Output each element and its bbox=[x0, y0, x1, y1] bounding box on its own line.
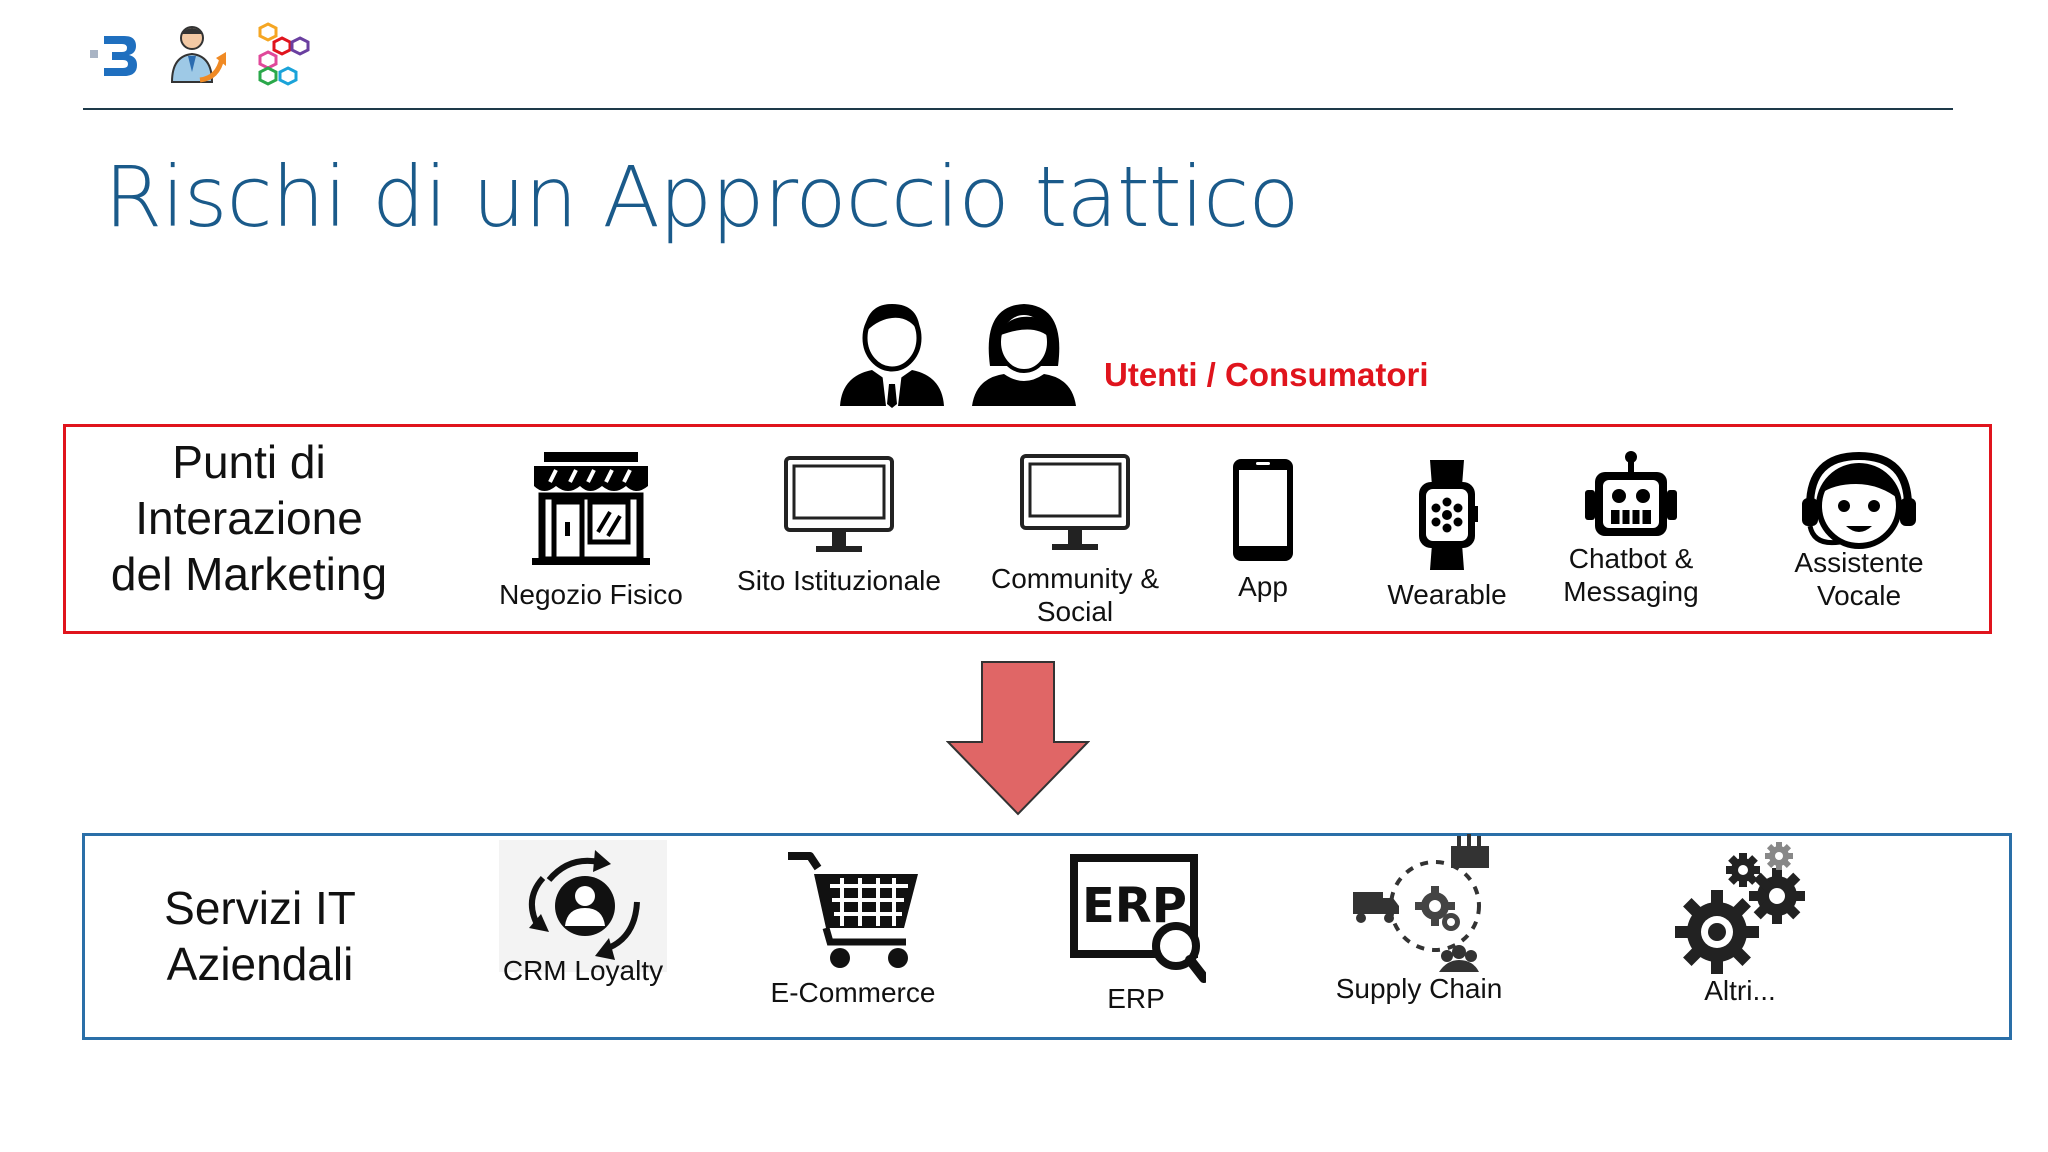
touchpoint-voice-assistant: Assistente Vocale bbox=[1762, 450, 1956, 612]
it-heading: Servizi IT Aziendali bbox=[110, 880, 410, 992]
touchpoint-store: Negozio Fisico bbox=[476, 450, 706, 612]
touchpoint-app: App bbox=[1218, 456, 1308, 604]
gears-icon bbox=[1675, 842, 1805, 974]
touchpoint-label: Community & Social bbox=[960, 562, 1190, 628]
man-user-icon bbox=[840, 304, 944, 408]
robot-icon bbox=[1585, 451, 1677, 536]
touchpoint-label: Wearable bbox=[1387, 579, 1507, 610]
it-service-others: Altri... bbox=[1640, 840, 1840, 1008]
it-service-label: E-Commerce bbox=[770, 977, 936, 1008]
slide-title: Rischi di un Approccio tattico bbox=[104, 148, 1300, 246]
marketing-heading-line: Punti di bbox=[172, 436, 326, 488]
hexagons-icon bbox=[258, 22, 310, 86]
marketing-touchpoints-box bbox=[63, 424, 1992, 634]
it-services-box bbox=[82, 833, 2012, 1040]
it-service-label: CRM Loyalty bbox=[502, 955, 664, 986]
touchpoint-website: Sito Istituzionale bbox=[716, 454, 962, 598]
marketing-heading: Punti di Interazione del Marketing bbox=[84, 434, 414, 602]
touchpoint-label-line: Assistente bbox=[1794, 547, 1924, 578]
smartwatch-icon bbox=[1419, 460, 1478, 570]
touchpoint-community-social: Community & Social bbox=[960, 452, 1190, 628]
crm-cycle-icon bbox=[499, 840, 667, 972]
users-label: Utenti / Consumatori bbox=[1104, 356, 1429, 393]
store-icon bbox=[532, 452, 650, 565]
down-arrow-icon bbox=[946, 661, 1090, 816]
supply-chain-icon bbox=[1353, 834, 1489, 972]
it-service-label: Supply Chain bbox=[1335, 973, 1503, 1004]
it-service-label: ERP bbox=[1107, 983, 1165, 1014]
it-service-ecommerce: E-Commerce bbox=[740, 850, 966, 1010]
touchpoint-label: Assistente Vocale bbox=[1762, 546, 1956, 612]
woman-user-icon bbox=[972, 304, 1076, 406]
it-heading-line: Aziendali bbox=[166, 938, 354, 991]
it-heading-line: Servizi IT bbox=[164, 882, 356, 934]
touchpoint-label-line: Messaging bbox=[1563, 576, 1699, 608]
person-growth-icon bbox=[170, 26, 226, 83]
marketing-heading-line: del Marketing bbox=[110, 548, 388, 601]
users-icons bbox=[836, 296, 1080, 408]
it-service-label: Altri... bbox=[1704, 975, 1776, 1006]
erp-search-icon: ERP bbox=[1070, 854, 1206, 983]
touchpoint-label: App bbox=[1238, 571, 1288, 602]
touchpoint-label-line: Chatbot & bbox=[1568, 543, 1694, 574]
shopping-cart-icon bbox=[788, 852, 918, 968]
it-service-supply-chain: Supply Chain bbox=[1316, 834, 1522, 1006]
touchpoint-label: Sito Istituzionale bbox=[737, 565, 941, 596]
header-divider bbox=[83, 108, 1953, 110]
monitor-icon bbox=[1020, 454, 1130, 550]
b-logo-icon bbox=[90, 36, 137, 76]
logo-bar bbox=[88, 20, 314, 90]
touchpoint-label-line: Vocale bbox=[1816, 580, 1902, 612]
it-service-erp: ERP ERP bbox=[1046, 852, 1226, 1016]
touchpoint-chatbot: Chatbot & Messaging bbox=[1546, 450, 1716, 608]
headset-agent-icon bbox=[1802, 451, 1916, 549]
marketing-heading-line: Interazione bbox=[135, 492, 363, 545]
touchpoint-label: Negozio Fisico bbox=[499, 579, 683, 610]
it-service-crm: CRM Loyalty bbox=[480, 840, 686, 988]
touchpoint-label-line: Social bbox=[1036, 596, 1114, 628]
smartphone-icon bbox=[1233, 459, 1293, 561]
monitor-icon bbox=[784, 456, 894, 552]
touchpoint-wearable: Wearable bbox=[1372, 458, 1522, 612]
touchpoint-label: Chatbot & Messaging bbox=[1546, 542, 1716, 608]
touchpoint-label-line: Community & bbox=[990, 563, 1160, 594]
